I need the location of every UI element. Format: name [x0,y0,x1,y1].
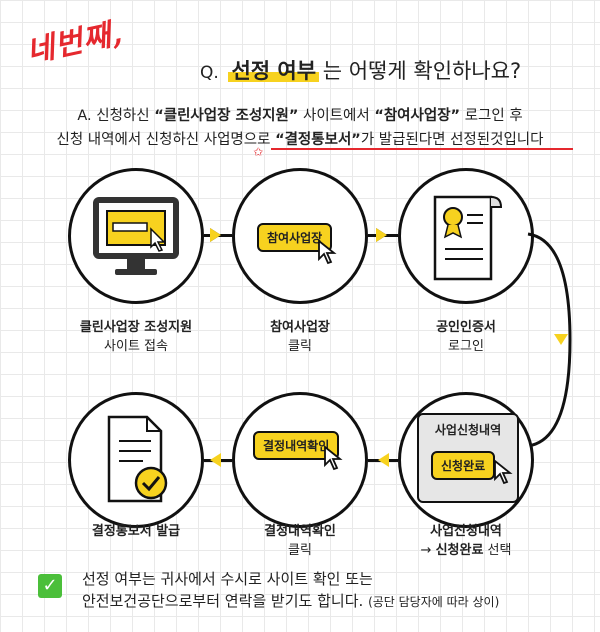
step-sub: 클릭 [288,543,312,558]
answer-notice: “결정통보서” [275,132,361,148]
step-sub: 로그인 [448,339,484,354]
step-sub: → 신청완료 선택 [376,541,556,560]
complete-button[interactable]: 신청완료 [431,451,496,480]
step-title: 사업신청내역 [430,524,502,539]
star-icon: ✩ [253,145,264,159]
decision-check-button[interactable]: 결정내역확인 [253,431,340,460]
question-heading: Q. 선정 여부 는 어떻게 확인하나요? [200,55,521,85]
history-panel-title: 사업신청내역 [434,423,502,437]
note-line-2: 안전보건공단으로부터 연락을 받기도 합니다. [82,592,364,610]
step-circle-history: 사업신청내역 신청완료 [398,392,534,528]
step-circle-certificate [398,168,534,304]
step-title: 참여사업장 [270,320,330,335]
answer-participant: “참여사업장” [374,108,461,124]
step-circle-notice [68,392,204,528]
step-circle-site [68,168,204,304]
step-label-2: 참여사업장 클릭 [210,318,390,356]
history-panel: 사업신청내역 신청완료 [417,413,519,503]
answer-text: 가 발급된다면 선정된것입니다 [360,132,544,148]
step-title: 결정통보서 발급 [91,524,181,539]
answer-line-1: A. 신청하신 “클린사업장 조성지원” 사이트에서 “참여사업장” 로그인 후 [0,104,600,128]
answer-site-name: “클린사업장 조성지원” [154,108,299,124]
step-label-6: 결정통보서 발급 [46,522,226,541]
answer-text: 신청 내역에서 신청하신 사업명으로 [56,132,271,148]
arrow-left-icon [378,453,389,467]
step-circle-decision: 결정내역확인 [232,392,368,528]
note-text: 선정 여부는 귀사에서 수시로 사이트 확인 또는 안전보건공단으로부터 연락을… [82,568,499,613]
cursor-icon [494,459,513,485]
answer-text: 로그인 후 [464,108,523,124]
step-title: 클린사업장 조성지원 [79,320,193,335]
answer-text: 신청하신 [96,108,150,124]
step-title: 결정내역확인 [264,524,336,539]
step-title: 공인인증서 [436,320,496,335]
checkmark-icon: ✓ [38,574,62,598]
step-sub: 사이트 접속 [104,339,168,354]
step-label-1: 클린사업장 조성지원 사이트 접속 [46,318,226,356]
document-check-icon [107,415,168,503]
note-small: (공단 담당자에 따라 상이) [368,595,500,609]
answer-text: 사이트에서 [303,108,370,124]
question-highlight: 선정 여부 [231,59,317,83]
step-sub: 클릭 [288,339,312,354]
step-circle-participant: 참여사업장 [232,168,368,304]
answer-line-2: 신청 내역에서 신청하신 사업명으로 ✩ “결정통보서”가 발급된다면 선정된것… [0,128,600,159]
cursor-icon [318,239,337,265]
cursor-icon [324,445,343,471]
arrow-text: → [420,543,432,558]
curve-connector [527,232,572,448]
step-label-4: 사업신청내역 → 신청완료 선택 [376,522,556,560]
step-label-5: 결정내역확인 클릭 [210,522,390,560]
note-line-1: 선정 여부는 귀사에서 수시로 사이트 확인 또는 [82,570,373,588]
arrow-right-icon [210,228,221,242]
arrow-right-icon [376,228,387,242]
step-sub-bold: 신청완료 [435,543,484,558]
handwritten-step-title: 네번째, [23,15,127,71]
arrow-down-icon [554,334,568,345]
certificate-icon [433,195,503,281]
answer-prefix: A. [77,108,92,124]
step-label-3: 공인인증서 로그인 [376,318,556,356]
arrow-left-icon [210,453,221,467]
question-text: 는 어떻게 확인하나요? [322,59,522,83]
monitor-icon [93,197,179,275]
step-sub-rest: 선택 [487,543,512,558]
question-prefix: Q. [200,63,219,83]
